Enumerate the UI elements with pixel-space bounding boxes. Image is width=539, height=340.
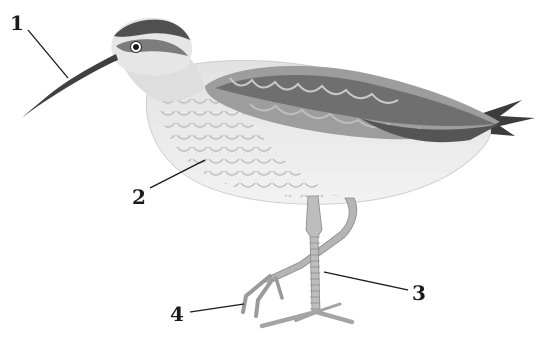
callout-3: 3 (324, 272, 426, 305)
callout-4: 4 (170, 302, 244, 326)
leader-line (190, 304, 244, 312)
callout-label: 4 (170, 302, 184, 326)
bird-bill (22, 54, 118, 118)
callout-1: 1 (10, 11, 68, 78)
leader-line (28, 30, 68, 78)
callout-label: 2 (132, 185, 146, 209)
callout-label: 1 (10, 11, 24, 35)
bird-head (111, 18, 192, 76)
callout-label: 3 (412, 281, 426, 305)
bird-leg-far (243, 198, 357, 316)
bird-illustration (22, 18, 535, 326)
bird-leg-near (306, 196, 322, 312)
leader-line (324, 272, 408, 290)
bird-eye-icon (131, 42, 142, 53)
bird-foot-near (262, 304, 352, 326)
